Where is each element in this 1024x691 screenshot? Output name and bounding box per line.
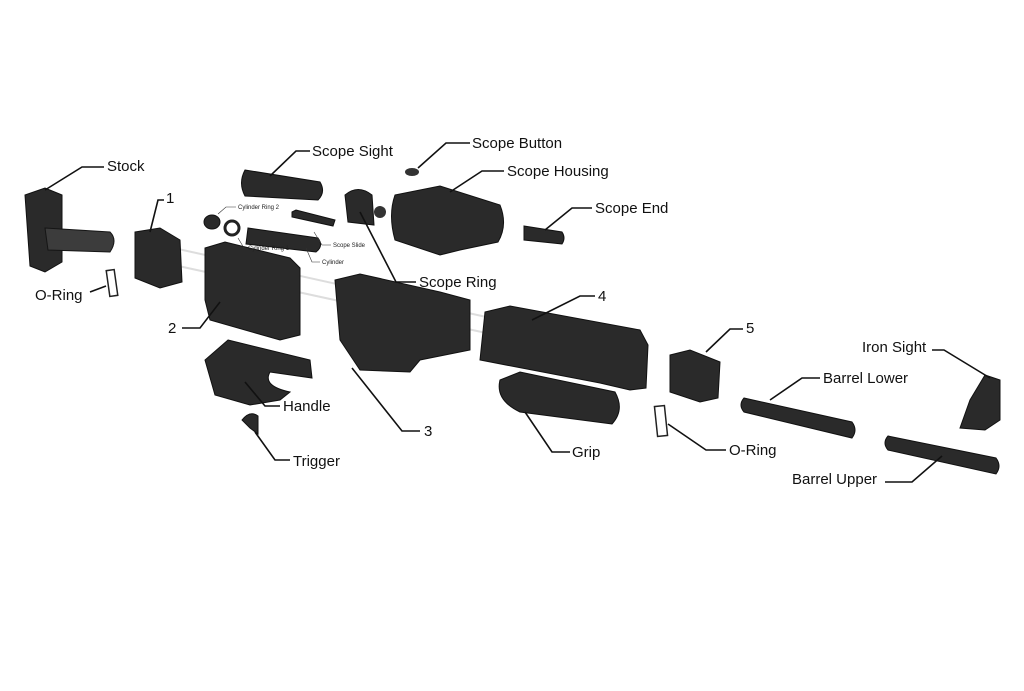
iron-sight-part bbox=[959, 374, 1001, 431]
label-part-5: 5 bbox=[746, 320, 754, 337]
label-handle: Handle bbox=[283, 398, 331, 415]
oring-left-part bbox=[105, 268, 119, 298]
scope-end-part bbox=[523, 225, 565, 245]
label-iron-sight: Iron Sight bbox=[862, 339, 927, 356]
label-scope-sight: Scope Sight bbox=[312, 143, 394, 160]
cylinder-assembly bbox=[203, 209, 336, 253]
label-part-3: 3 bbox=[424, 423, 432, 440]
label-scope-slide: Scope Slide bbox=[333, 243, 366, 249]
label-grip: Grip bbox=[572, 444, 600, 461]
label-part-4: 4 bbox=[598, 288, 606, 305]
part-1 bbox=[134, 227, 183, 289]
scope-ring-knob bbox=[374, 206, 386, 218]
stock-part bbox=[24, 187, 115, 273]
label-scope-button: Scope Button bbox=[472, 135, 562, 152]
label-part-2: 2 bbox=[168, 320, 176, 337]
label-cylinder-ring-1: Cylinder Ring 1 bbox=[248, 246, 290, 252]
scope-ring-part bbox=[344, 189, 375, 226]
scope-button-part bbox=[405, 168, 419, 176]
label-scope-ring: Scope Ring bbox=[419, 274, 497, 291]
label-trigger: Trigger bbox=[293, 453, 340, 470]
label-part-1: 1 bbox=[166, 190, 174, 207]
handle-part bbox=[204, 339, 313, 406]
label-oring-left: O-Ring bbox=[35, 287, 83, 304]
grip-part bbox=[498, 371, 620, 425]
leader-lines bbox=[44, 142, 991, 483]
part-2 bbox=[204, 241, 301, 341]
label-scope-housing: Scope Housing bbox=[507, 163, 609, 180]
scope-housing-part bbox=[391, 185, 504, 256]
barrel-lower-part bbox=[740, 397, 856, 439]
scope-sight-part bbox=[241, 169, 324, 201]
oring-right-part bbox=[653, 404, 669, 438]
label-cylinder: Cylinder bbox=[322, 260, 344, 266]
label-barrel-lower: Barrel Lower bbox=[823, 370, 908, 387]
part-4 bbox=[479, 305, 649, 391]
barrel-upper-part bbox=[884, 435, 1000, 475]
label-oring-right: O-Ring bbox=[729, 442, 777, 459]
part-labels: Stock 1 O-Ring 2 Handle Trigger Scope Si… bbox=[35, 135, 927, 488]
label-cylinder-ring-2: Cylinder Ring 2 bbox=[238, 205, 280, 211]
part-5 bbox=[669, 349, 721, 403]
trigger-part bbox=[241, 413, 259, 435]
label-barrel-upper: Barrel Upper bbox=[792, 471, 877, 488]
label-stock: Stock bbox=[107, 158, 145, 175]
label-scope-end: Scope End bbox=[595, 200, 668, 217]
part-3 bbox=[334, 273, 471, 373]
